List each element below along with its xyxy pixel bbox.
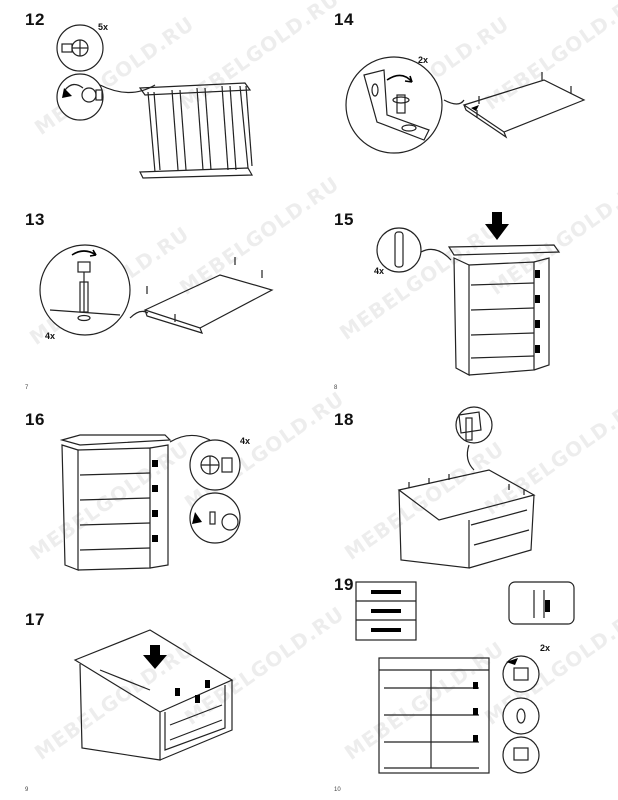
step-19-illustration [355,581,575,774]
step-18-illustration [397,406,536,569]
page-number: 8 [334,385,338,391]
step-15-illustration [376,212,561,377]
step-15-quantity: 4x [374,266,385,276]
step-16-number: 16 [25,410,45,429]
step-16-illustration [59,434,241,571]
step-14-number: 14 [334,10,354,29]
step-14-illustration [345,56,586,154]
step-13-illustration [39,244,274,336]
step-14-quantity: 2x [418,55,429,65]
page-number: 10 [334,787,341,793]
step-19-number: 19 [334,575,354,594]
step-13-number: 13 [25,210,45,229]
step-15-number: 15 [334,210,354,229]
page-number: 7 [25,385,29,391]
step-12-number: 12 [25,10,45,29]
step-19-quantity: 2x [540,643,551,653]
step-17-illustration [73,629,234,761]
step-17-number: 17 [25,610,45,629]
step-16-quantity: 4x [240,436,251,446]
step-12-quantity: 5x [98,22,109,32]
step-13-quantity: 4x [45,331,56,341]
page-number: 9 [25,787,29,793]
step-18-number: 18 [334,410,354,429]
step-12-illustration [56,24,254,179]
